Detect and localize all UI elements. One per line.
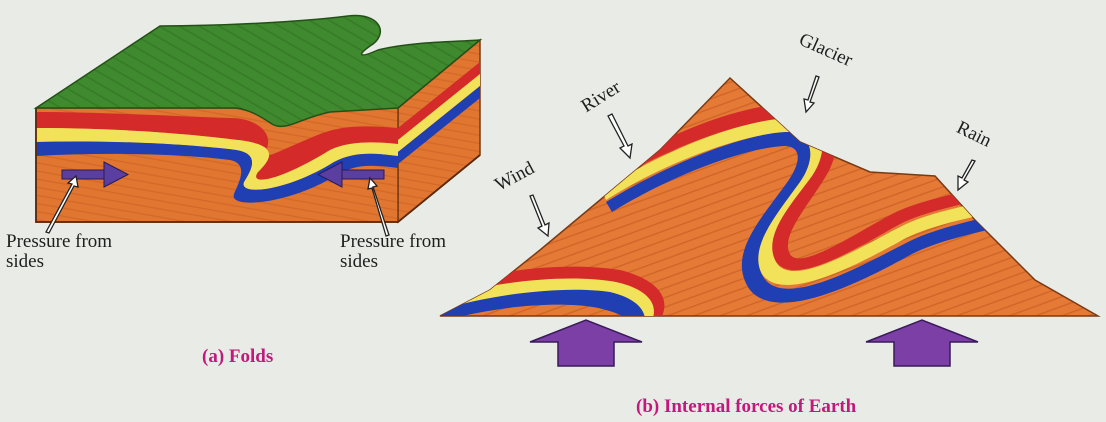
mountain-cross-section: [440, 76, 1098, 366]
river-arrow: [608, 114, 632, 158]
pressure-label-left-line1: Pressure from: [6, 232, 112, 252]
pressure-label-right-line2: sides: [340, 252, 446, 272]
uplift-arrow-right: [866, 320, 978, 366]
pressure-label-right: Pressure from sides: [340, 232, 446, 272]
pressure-label-right-line1: Pressure from: [340, 232, 446, 252]
rain-arrow: [958, 160, 975, 190]
glacier-arrow: [804, 76, 819, 112]
uplift-arrow-left: [530, 320, 642, 366]
folds-block: [36, 16, 480, 236]
pressure-label-left-line2: sides: [6, 252, 112, 272]
caption-folds: (a) Folds: [202, 346, 273, 368]
pressure-label-left: Pressure from sides: [6, 232, 112, 272]
wind-arrow: [530, 195, 549, 236]
caption-internal-forces: (b) Internal forces of Earth: [636, 396, 856, 418]
